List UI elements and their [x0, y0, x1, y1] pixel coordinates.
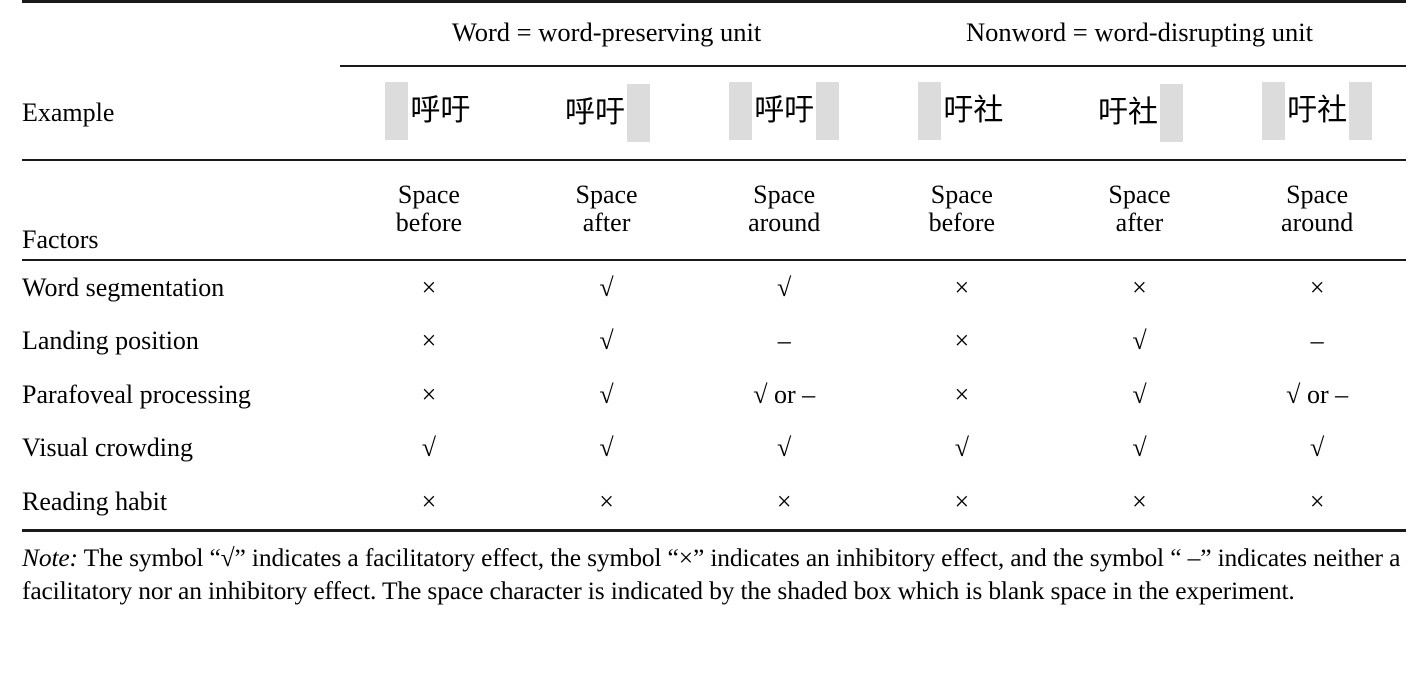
table-bottom-rule	[22, 527, 1406, 532]
cell-value: ×	[954, 326, 970, 356]
cell-value: √	[777, 433, 792, 463]
cell-value: ×	[776, 486, 792, 516]
column-header-word-space-after: Space after	[518, 160, 696, 259]
column-header-line2: after	[582, 208, 631, 237]
cell-value: √	[599, 433, 614, 463]
column-header-word-space-before: Space before	[340, 160, 518, 259]
example-text: 吁社	[943, 92, 1004, 128]
cell-value: ×	[954, 379, 970, 409]
row-factor-label: Visual crowding	[22, 433, 194, 463]
column-header-line1: Space	[930, 179, 993, 209]
example-cell-nonword-space-around: 吁社	[1228, 66, 1406, 159]
group-header-row: Word = word-preserving unit Nonword = wo…	[22, 3, 1406, 65]
cell-value: ×	[421, 379, 437, 409]
cell-value: ×	[421, 272, 437, 302]
column-header-nonword-space-before: Space before	[873, 160, 1051, 259]
column-header-word-space-around: Space around	[695, 160, 873, 259]
space-box-icon	[1262, 81, 1286, 140]
example-cell-nonword-space-before: 吁社	[873, 66, 1051, 159]
cell-value: √	[599, 379, 614, 409]
results-table: Word = word-preserving unit Nonword = wo…	[22, 0, 1406, 532]
column-header-nonword-space-after: Space after	[1051, 160, 1229, 259]
table-note: Note: The symbol “√” indicates a facilit…	[22, 541, 1406, 607]
row-factor-label: Landing position	[22, 326, 199, 356]
cell-value: –	[777, 326, 791, 356]
example-row: Example 呼吁 呼吁 呼吁	[22, 66, 1406, 159]
example-text: 呼吁	[410, 92, 471, 128]
column-header-line1: Space	[1286, 179, 1349, 209]
table-top-rule	[22, 0, 1406, 4]
cell-value: √	[954, 433, 969, 463]
example-text: 吁社	[1097, 95, 1158, 130]
table-row: Reading habit × × × × × ×	[22, 475, 1406, 529]
cell-value: √	[1310, 433, 1325, 463]
note-prefix: Note:	[22, 542, 78, 572]
table-row: Landing position × √ – × √ –	[22, 315, 1406, 369]
column-header-line1: Space	[1108, 179, 1171, 209]
column-header-line2: after	[1115, 208, 1164, 237]
cell-value: √	[421, 433, 437, 463]
column-header-line2: before	[395, 208, 463, 237]
table-row: Visual crowding √ √ √ √ √ √	[22, 422, 1406, 476]
column-header-line2: around	[748, 208, 821, 237]
example-cell-word-space-before: 呼吁	[340, 66, 518, 159]
cell-value: ×	[421, 486, 437, 516]
example-cell-nonword-space-after: 吁社	[1051, 66, 1229, 159]
cell-value: √	[777, 272, 792, 302]
cell-value: ×	[1309, 486, 1325, 516]
table-row: Parafoveal processing × √ √ or – × √ √ o…	[22, 368, 1406, 422]
cell-value: √	[599, 326, 614, 356]
cell-value: √	[1132, 433, 1147, 463]
cell-value: ×	[1132, 486, 1147, 516]
cell-value: √	[599, 272, 614, 302]
cell-value: ×	[599, 486, 614, 516]
space-box-icon	[816, 81, 840, 140]
cell-value: √	[1132, 379, 1147, 409]
example-text: 吁社	[1287, 92, 1348, 128]
row-factor-label: Parafoveal processing	[22, 379, 251, 409]
space-box-icon	[729, 81, 753, 140]
group-header-nonword: Nonword = word-disrupting unit	[966, 16, 1313, 47]
row-factor-label: Reading habit	[22, 486, 168, 516]
column-header-line1: Space	[753, 179, 816, 209]
space-box-icon	[385, 81, 409, 140]
column-header-line1: Space	[575, 179, 638, 209]
example-cell-word-space-after: 呼吁	[518, 66, 696, 159]
factors-row-label: Factors	[22, 225, 99, 254]
example-text: 呼吁	[565, 95, 626, 130]
cell-value: –	[1310, 326, 1324, 356]
space-box-icon	[1349, 81, 1373, 140]
example-text: 呼吁	[754, 92, 815, 128]
space-box-icon	[1159, 84, 1183, 142]
cell-value: ×	[421, 326, 437, 356]
column-header-row: Factors Space before Space after Space a…	[22, 160, 1406, 259]
example-cell-word-space-around: 呼吁	[695, 66, 873, 159]
cell-value: ×	[1309, 272, 1325, 302]
cell-value: ×	[1132, 272, 1147, 302]
table-row: Word segmentation × √ √ × × ×	[22, 260, 1406, 315]
space-box-icon	[627, 84, 651, 142]
cell-value: √	[1132, 326, 1147, 356]
row-factor-label: Word segmentation	[22, 272, 225, 302]
example-row-label: Example	[22, 97, 115, 127]
column-header-nonword-space-around: Space around	[1228, 160, 1406, 259]
column-header-line2: around	[1281, 208, 1354, 237]
group-header-word: Word = word-preserving unit	[451, 16, 762, 47]
cell-value: √ or –	[753, 379, 816, 409]
cell-value: ×	[954, 272, 970, 302]
space-box-icon	[918, 81, 942, 140]
note-text: The symbol “√” indicates a facilitatory …	[22, 542, 1401, 605]
column-header-line1: Space	[397, 179, 460, 209]
column-header-line2: before	[928, 208, 996, 237]
cell-value: √ or –	[1286, 379, 1349, 409]
group-header-spacer	[22, 3, 340, 65]
cell-value: ×	[954, 486, 970, 516]
